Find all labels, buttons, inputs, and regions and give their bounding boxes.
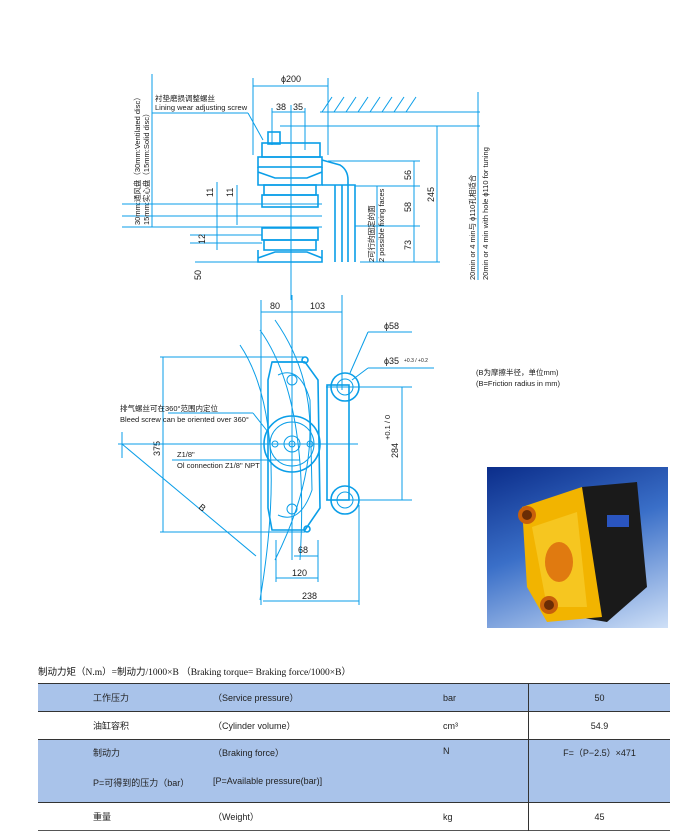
dim-245: 245 <box>426 187 436 202</box>
table-row: 重量 （Weight） kg 45 <box>38 802 670 831</box>
b-label: B <box>197 502 208 514</box>
lining-screw-label-en: Lining wear adjusting screw <box>155 103 248 112</box>
lining-screw-label-cn: 衬垫磨损调整螺丝 <box>155 93 215 103</box>
row-label-cn: 油缸容积 <box>93 721 130 731</box>
dim-120: 120 <box>292 568 307 578</box>
dim-284-tolerance: +0.1 / 0 <box>383 415 392 440</box>
dim-phi200: ϕ200 <box>281 74 301 84</box>
tuning-note-cn: 20min or 4 min与 ϕ110孔相适合 <box>467 174 477 280</box>
technical-drawing: ϕ200 38 35 衬垫磨损调整螺丝 Lining wear adjustin… <box>118 74 560 605</box>
dim-11a: 11 <box>205 188 215 197</box>
dim-56: 56 <box>403 170 413 180</box>
pressure-note-cn: P=可得到的压力（bar） <box>93 778 190 788</box>
row-value: 54.9 <box>528 711 670 740</box>
connection-label-2: Ol connection Z1/8" NPT <box>177 461 260 470</box>
dim-12: 12 <box>197 234 207 244</box>
dim-80: 80 <box>270 301 280 311</box>
dim-103: 103 <box>310 301 325 311</box>
friction-radius-note-en: (B=Friction radius in mm) <box>476 379 560 388</box>
braking-torque-formula: 制动力矩（N.m）=制动力/1000×B （Braking torque= Br… <box>38 668 351 678</box>
dim-phi35-tolerance: +0.3 / +0.2 <box>404 358 428 364</box>
tuning-note-en: 20min or 4 min with hole ϕ110 for tuning <box>481 147 490 280</box>
dim-73: 73 <box>403 240 413 250</box>
dim-38: 38 <box>276 102 286 112</box>
bleed-note-en: Bleed screw can be oriented over 360° <box>120 415 249 424</box>
pressure-note-en: [P=Available pressure(bar)] <box>213 776 323 786</box>
fixing-faces-en: 2 possible fixing faces <box>377 188 386 262</box>
friction-radius-note-cn: (B为摩擦半径，单位mm) <box>476 367 559 377</box>
row-label-cn: 制动力 <box>93 748 121 758</box>
dim-phi58: ϕ58 <box>384 321 399 331</box>
row-label-en: （Weight） <box>213 812 259 822</box>
row-unit: N <box>443 739 529 803</box>
row-unit: cm³ <box>443 720 458 731</box>
dim-phi35: ϕ35 <box>384 356 399 366</box>
dim-68: 68 <box>298 545 308 555</box>
side-view: ϕ200 38 35 衬垫磨损调整螺丝 Lining wear adjustin… <box>122 74 490 300</box>
brake-caliper-image <box>518 482 647 622</box>
dim-50: 50 <box>193 270 203 280</box>
spec-table: 工作压力 （Service pressure） bar 50 油缸容积 （Cyl… <box>38 683 670 831</box>
row-value: 45 <box>528 802 670 831</box>
table-row: 工作压力 （Service pressure） bar 50 <box>38 683 670 712</box>
front-view: 80 103 375 284 +0.1 / 0 ϕ58 ϕ35 +0.3 / +… <box>118 295 434 605</box>
dim-35: 35 <box>293 102 303 112</box>
dim-375: 375 <box>152 441 162 456</box>
dim-238: 238 <box>302 591 317 601</box>
row-value: F=（P−2.5）×471 <box>528 739 670 803</box>
disc-note-en: 15mm:实心盘（15mm:Solid disc） <box>141 110 151 225</box>
disc-note-cn: 30mm:通风盘（30mm:Ventilated disc） <box>132 93 142 225</box>
connection-label-1: Z1/8" <box>177 450 195 459</box>
dim-11b: 11 <box>225 188 235 197</box>
row-unit: bar <box>443 683 529 712</box>
fixing-faces-cn: 2可行的固定的面 <box>366 205 376 262</box>
row-label-cn: 重量 <box>93 812 112 822</box>
bleed-note-cn: 排气螺丝可在360°范围内定位 <box>120 403 219 413</box>
row-label-cn: 工作压力 <box>93 683 213 712</box>
row-value: 50 <box>528 683 670 712</box>
dim-58: 58 <box>403 202 413 212</box>
row-label-en: （Braking force） <box>213 748 285 758</box>
table-row: 油缸容积 （Cylinder volume） cm³ 54.9 <box>38 711 670 740</box>
dim-284: 284 <box>390 443 400 458</box>
row-label-en: （Cylinder volume） <box>213 721 296 731</box>
product-photo <box>487 467 668 628</box>
row-unit: kg <box>443 811 453 822</box>
row-label-en: （Service pressure） <box>213 683 443 712</box>
table-row: 制动力 P=可得到的压力（bar） （Braking force） [P=Ava… <box>38 739 670 803</box>
